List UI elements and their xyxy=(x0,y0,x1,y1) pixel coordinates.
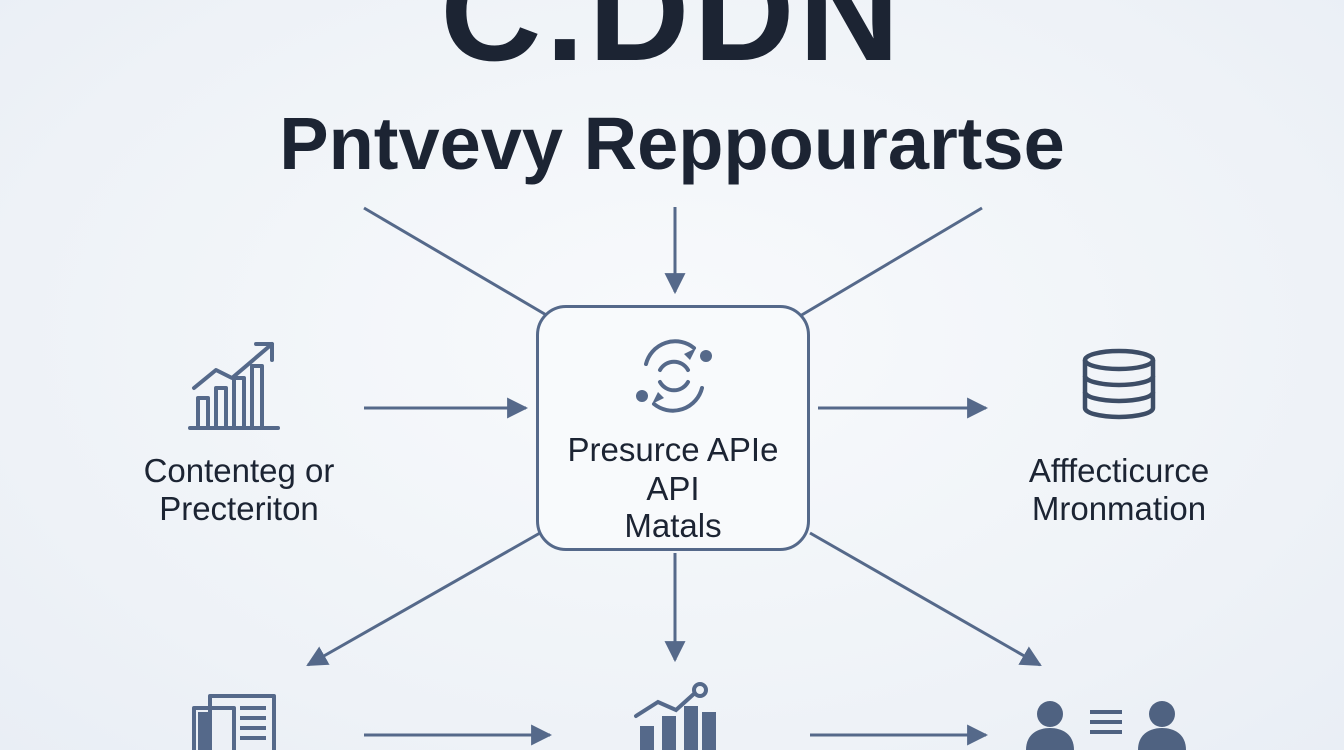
center-node-box xyxy=(536,305,810,551)
center-node-line-3: Matals xyxy=(624,507,722,544)
users-list-icon xyxy=(1026,701,1186,750)
arrow-center-to-bottom-left xyxy=(306,531,541,667)
left-node-line-2: Precteriton xyxy=(159,490,319,527)
arrow-top-right-in xyxy=(799,206,983,318)
subtitle: Pntvevy Reppourartse xyxy=(279,102,1065,185)
arrow-center-to-bottom-right xyxy=(809,531,1042,667)
sync-cycle-icon xyxy=(636,339,712,413)
center-node-line-2: API xyxy=(646,470,700,507)
document-panel-icon xyxy=(192,694,276,750)
growth-chart-icon xyxy=(188,342,280,430)
center-node-line-1: Presurce APIe xyxy=(567,431,779,468)
arrow-top-left-in xyxy=(363,206,549,318)
right-node-line-2: Mronmation xyxy=(1031,490,1207,527)
database-icon xyxy=(1082,348,1156,420)
analytics-chart-icon xyxy=(634,682,716,750)
main-title: C.DDN xyxy=(440,0,904,90)
right-node-line-1: Afffecticurce xyxy=(1028,452,1210,489)
left-node-line-1: Contenteg or xyxy=(143,452,335,489)
